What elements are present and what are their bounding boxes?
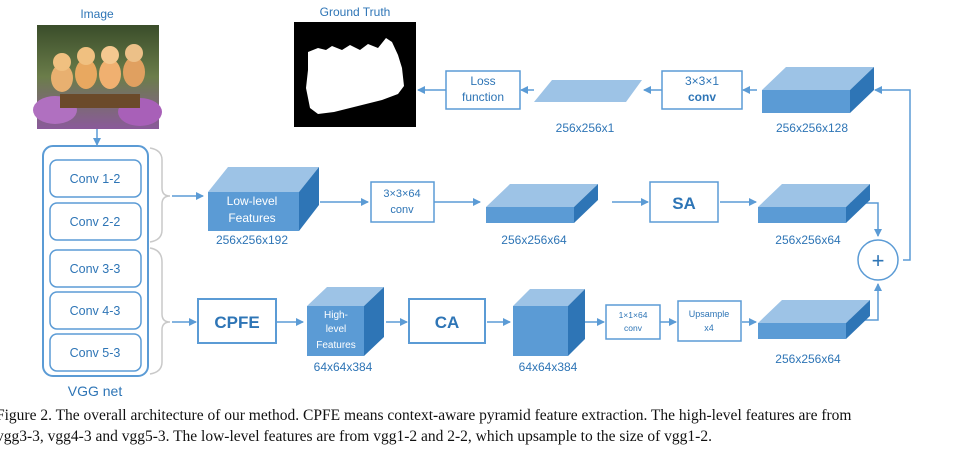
vgg-layer-box: [49, 249, 142, 288]
feature-block-mid1: [486, 184, 598, 223]
loss-label: Loss: [470, 74, 495, 88]
vgg-net: Conv 1-2 Conv 2-2 Conv 3-3 Conv 4-3 Conv…: [42, 145, 149, 377]
vgg-layer-label: Conv 1-2: [70, 172, 121, 186]
caption-line: vgg3-3, vgg4-3 and vgg5-3. The low-level…: [0, 428, 712, 445]
figure-caption: Figure 2. The overall architecture of ou…: [0, 405, 956, 447]
vgg-net-label: VGG net: [68, 383, 123, 399]
high-level-features: [307, 287, 384, 356]
ca-box: [408, 298, 486, 344]
high-level-label: level: [326, 324, 347, 335]
loss-label: function: [462, 90, 504, 104]
conv-label: 3×3×1: [685, 74, 719, 88]
feature-block-top: [762, 67, 874, 113]
vgg-layer-box: [49, 291, 142, 330]
low-level-features: [208, 167, 319, 231]
conv-3x3x64-box: [370, 181, 435, 223]
sum-node: [857, 239, 899, 281]
input-image: [33, 25, 162, 129]
sa-box: [649, 181, 719, 223]
vgg-layer-box: [49, 333, 142, 372]
dim-label: 256x256x64: [501, 233, 567, 247]
upsample-label: x4: [704, 323, 714, 333]
output-map: [534, 80, 642, 102]
conv-1x1x64-box: [605, 304, 661, 340]
upsample-label: Upsample: [689, 309, 730, 319]
dim-label: 256x256x64: [775, 233, 841, 247]
plus-label: +: [872, 248, 885, 273]
dim-label: 64x64x384: [519, 360, 578, 374]
vgg-layer-label: Conv 2-2: [70, 215, 121, 229]
ground-truth-mask: [294, 22, 416, 127]
high-level-label: Features: [316, 340, 355, 351]
upsample-box: [677, 300, 742, 342]
cpfe-box: [197, 298, 277, 344]
sa-label: SA: [672, 194, 696, 213]
conv-label: conv: [624, 323, 643, 333]
conv-label: 1×1×64: [619, 310, 648, 320]
dim-label: 64x64x384: [314, 360, 373, 374]
caption-line: Figure 2. The overall architecture of ou…: [0, 407, 852, 424]
vgg-layer-label: Conv 4-3: [70, 304, 121, 318]
feature-block-bottom: [758, 300, 870, 339]
conv-label: conv: [688, 90, 716, 104]
brace-low: [149, 147, 171, 243]
vgg-layer-box: [49, 159, 142, 198]
ground-truth-label: Ground Truth: [320, 5, 391, 19]
vgg-layer-label: Conv 5-3: [70, 346, 121, 360]
brace-high: [149, 247, 171, 375]
cpfe-label: CPFE: [214, 313, 259, 332]
dim-label: 256x256x128: [776, 121, 848, 135]
dim-label: 256x256x192: [216, 233, 288, 247]
feature-block-mid2: [758, 184, 870, 223]
image-label: Image: [80, 7, 114, 21]
loss-function-box: [445, 70, 521, 110]
conv-3x3x1-box: [661, 70, 743, 110]
vgg-layer-box: [49, 202, 142, 241]
arrow: [874, 86, 911, 261]
conv-label: 3×3×64: [383, 188, 420, 200]
ca-label: CA: [435, 313, 460, 332]
ca-output-block: [513, 289, 585, 356]
high-level-label: High-: [324, 310, 348, 321]
dim-label: 256x256x64: [775, 352, 841, 366]
low-level-label: Low-level: [227, 194, 278, 208]
low-level-label: Features: [228, 211, 275, 225]
conv-label: conv: [390, 204, 414, 216]
vgg-layer-label: Conv 3-3: [70, 262, 121, 276]
dim-label: 256x256x1: [556, 121, 615, 135]
